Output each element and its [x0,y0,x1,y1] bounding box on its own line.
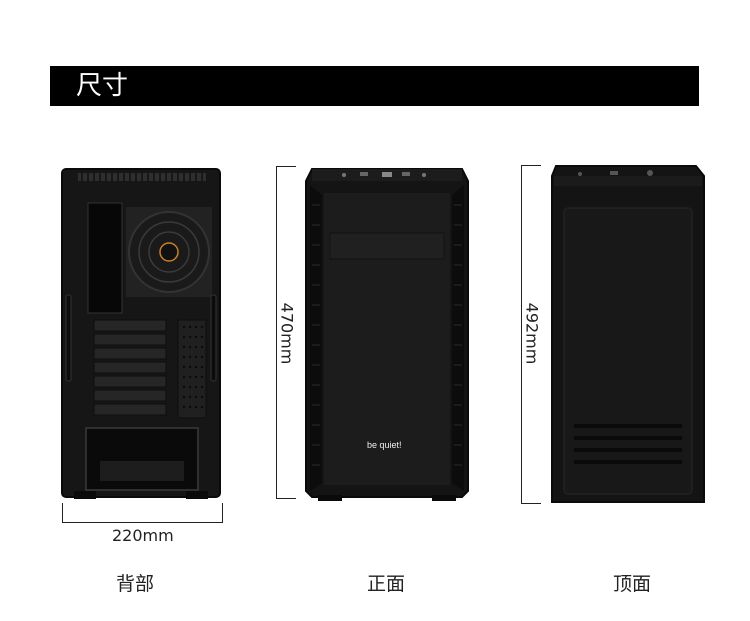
front-height-label: 470mm [277,302,297,365]
front-height-line [276,166,277,499]
front-height-top-tick [276,166,296,167]
case-back-view [61,168,221,499]
back-view-label: 背部 [115,573,154,595]
front-view-label: 正面 [366,573,405,595]
width-dimension-label: 220mm [112,526,174,545]
width-dimension-right-tick [222,503,223,523]
brand-logo: be quiet! [367,440,402,450]
front-height-bottom-tick [276,498,296,499]
side-depth-label: 492mm [522,302,542,365]
side-depth-top-tick [521,165,541,166]
section-title: 尺寸 [76,71,129,101]
width-dimension-left-tick [62,503,63,523]
width-dimension-line [62,522,223,523]
case-side-view [551,165,705,503]
section-title-bar: 尺寸 [50,66,699,106]
side-depth-bottom-tick [521,503,541,504]
side-view-label: 顶面 [612,573,651,595]
case-front-view [305,168,469,501]
side-depth-line [521,165,522,504]
